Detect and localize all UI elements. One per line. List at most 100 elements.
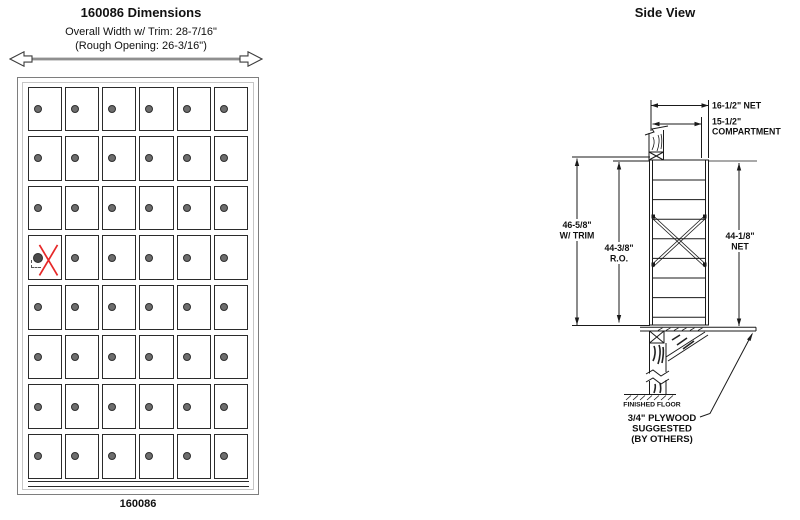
mailbox-door [27, 185, 62, 231]
net-width-label: 16-1/2" NET [712, 101, 762, 111]
trim-height-label-line2: W/ TRIM [560, 231, 595, 241]
door-knob-icon [70, 352, 79, 361]
mailbox-door [27, 86, 62, 132]
mailbox-door [64, 185, 100, 231]
door-knob-icon [145, 452, 154, 461]
mailbox-door [139, 285, 174, 330]
mailbox-door [64, 235, 100, 280]
mailbox-door [64, 384, 100, 429]
mailbox-door [214, 334, 249, 380]
mailbox-door [64, 285, 100, 330]
door-knob-icon [220, 253, 229, 262]
door-knob-icon [182, 352, 191, 361]
door-knob-icon [145, 154, 154, 163]
door-knob-icon [182, 104, 191, 113]
mailbox-door [176, 285, 212, 330]
mailbox-door [214, 235, 249, 280]
door-knob-icon [220, 154, 229, 163]
side-view-title: Side View [634, 5, 696, 20]
door-knob-icon [108, 352, 117, 361]
door-knob-icon [70, 452, 79, 461]
door-knob-icon [70, 104, 79, 113]
door-knob-icon [145, 352, 154, 361]
mailbox-door [176, 334, 212, 380]
door-grid [27, 86, 249, 479]
door-knob-icon [70, 303, 79, 312]
arrow-shaft [28, 57, 244, 61]
mailbox-door [64, 433, 100, 479]
cabinet-bottom-rail [27, 481, 249, 487]
plywood-label-line3: (BY OTHERS) [631, 434, 693, 445]
mailbox-door [27, 384, 62, 429]
net-height-label-line1: 44-1/8" [725, 231, 754, 241]
door-knob-icon [108, 154, 117, 163]
mailbox-door [214, 285, 249, 330]
top-width-dimensions: 16-1/2" NET 15-1/2" COMPARTMENT [650, 100, 781, 158]
door-knob-icon [182, 253, 191, 262]
mailbox-door [176, 136, 212, 181]
mailbox-door [176, 235, 212, 280]
door-knob-icon [182, 303, 191, 312]
door-knob-icon [182, 452, 191, 461]
trim-height-label-line1: 46-5/8" [562, 220, 591, 230]
door-knob-icon [145, 253, 154, 262]
right-arrowhead-icon [239, 51, 263, 67]
mailbox-door [102, 86, 137, 132]
door-knob-icon [33, 303, 42, 312]
door-knob-icon [182, 154, 191, 163]
door-knob-icon [108, 452, 117, 461]
red-x-marker [38, 244, 58, 277]
door-knob-icon [220, 204, 229, 213]
mailbox-door [139, 86, 174, 132]
door-knob-icon [70, 253, 79, 262]
x-brace [651, 214, 707, 268]
rough-opening-height-label-line2: R.O. [610, 254, 628, 264]
mailbox-door [102, 433, 137, 479]
rough-opening-label: (Rough Opening: 26-3/16") [75, 40, 207, 52]
door-knob-icon [33, 104, 42, 113]
height-dimensions: 46-5/8" W/ TRIM 44-3/8" R.O. [559, 156, 650, 326]
door-knob-icon [220, 402, 229, 411]
door-knob-icon [220, 303, 229, 312]
door-knob-icon [33, 204, 42, 213]
mailbox-door [102, 185, 137, 231]
front-view-title: 160086 Dimensions [80, 5, 202, 20]
mailbox-door [64, 136, 100, 181]
mailbox-door [176, 384, 212, 429]
mailbox-door [27, 285, 62, 330]
mailbox-door [102, 334, 137, 380]
plywood-callout: 3/4" PLYWOOD SUGGESTED (BY OTHERS) [628, 332, 753, 445]
mailbox-door [139, 185, 174, 231]
door-knob-icon [33, 452, 42, 461]
support-post: FINISHED FLOOR [623, 330, 709, 409]
mailbox-door [102, 384, 137, 429]
mailbox-door [214, 433, 249, 479]
mailbox-door [214, 384, 249, 429]
mailbox-door [27, 235, 62, 280]
plywood-shelf [640, 326, 757, 332]
mailbox-door [214, 185, 249, 231]
model-number-label: 160086 [119, 498, 157, 510]
door-knob-icon [145, 204, 154, 213]
compartment-depth-label-line1: 15-1/2" [712, 117, 741, 127]
top-stud-and-blocking [644, 125, 669, 161]
door-knob-icon [182, 204, 191, 213]
mailbox-door [27, 136, 62, 181]
overall-width-label: Overall Width w/ Trim: 28-7/16" [65, 26, 217, 38]
door-knob-icon [220, 452, 229, 461]
plywood-label-line2: SUGGESTED [632, 424, 692, 435]
mailbox-door [64, 86, 100, 132]
net-height-dimension: 44-1/8" NET [722, 163, 758, 326]
compartment-shelves [652, 179, 706, 318]
plywood-label-line1: 3/4" PLYWOOD [628, 413, 697, 424]
door-knob-icon [220, 352, 229, 361]
mailbox-door [102, 235, 137, 280]
mailbox-door [176, 433, 212, 479]
door-knob-icon [145, 402, 154, 411]
door-knob-icon [108, 104, 117, 113]
mailbox-door [214, 136, 249, 181]
door-knob-icon [70, 204, 79, 213]
net-height-label-line2: NET [731, 242, 749, 252]
side-view-drawing: 16-1/2" NET 15-1/2" COMPARTMENT [559, 100, 781, 445]
